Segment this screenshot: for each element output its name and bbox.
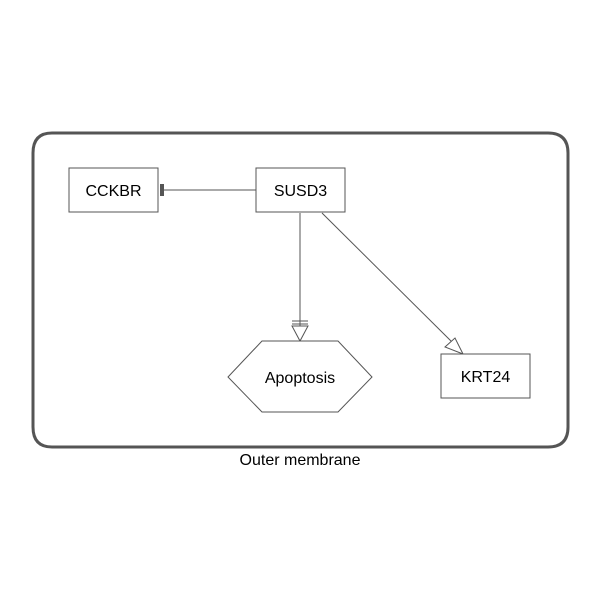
arrowhead: [291, 325, 309, 343]
compartment-outer-membrane: Outer membrane: [31, 131, 570, 469]
node-label: Apoptosis: [265, 370, 335, 387]
node-krt24[interactable]: KRT24: [440, 353, 531, 399]
node-apoptosis[interactable]: Apoptosis: [227, 340, 373, 413]
node-box: [255, 167, 346, 213]
node-cckbr[interactable]: CCKBR: [68, 167, 159, 213]
node-hexagon: [227, 340, 373, 413]
node-susd3[interactable]: SUSD3: [255, 167, 346, 213]
edge-susd3-inhibits-cckbr[interactable]: [160, 184, 256, 196]
edges: [160, 184, 465, 355]
node-label: CCKBR: [85, 183, 141, 200]
node-box: [440, 353, 531, 399]
nodes: CCKBR SUSD3 Apoptosis KRT24: [68, 167, 531, 413]
edge-susd3-apoptosis[interactable]: [291, 213, 309, 343]
compartment-border: [31, 131, 570, 449]
node-box: [68, 167, 159, 213]
node-label: KRT24: [461, 369, 511, 386]
node-label: SUSD3: [274, 183, 327, 200]
arrowhead: [444, 337, 465, 355]
compartment-label: Outer membrane: [240, 452, 361, 469]
edge-line: [321, 212, 455, 345]
edge-susd3-activates-krt24[interactable]: [321, 212, 465, 355]
